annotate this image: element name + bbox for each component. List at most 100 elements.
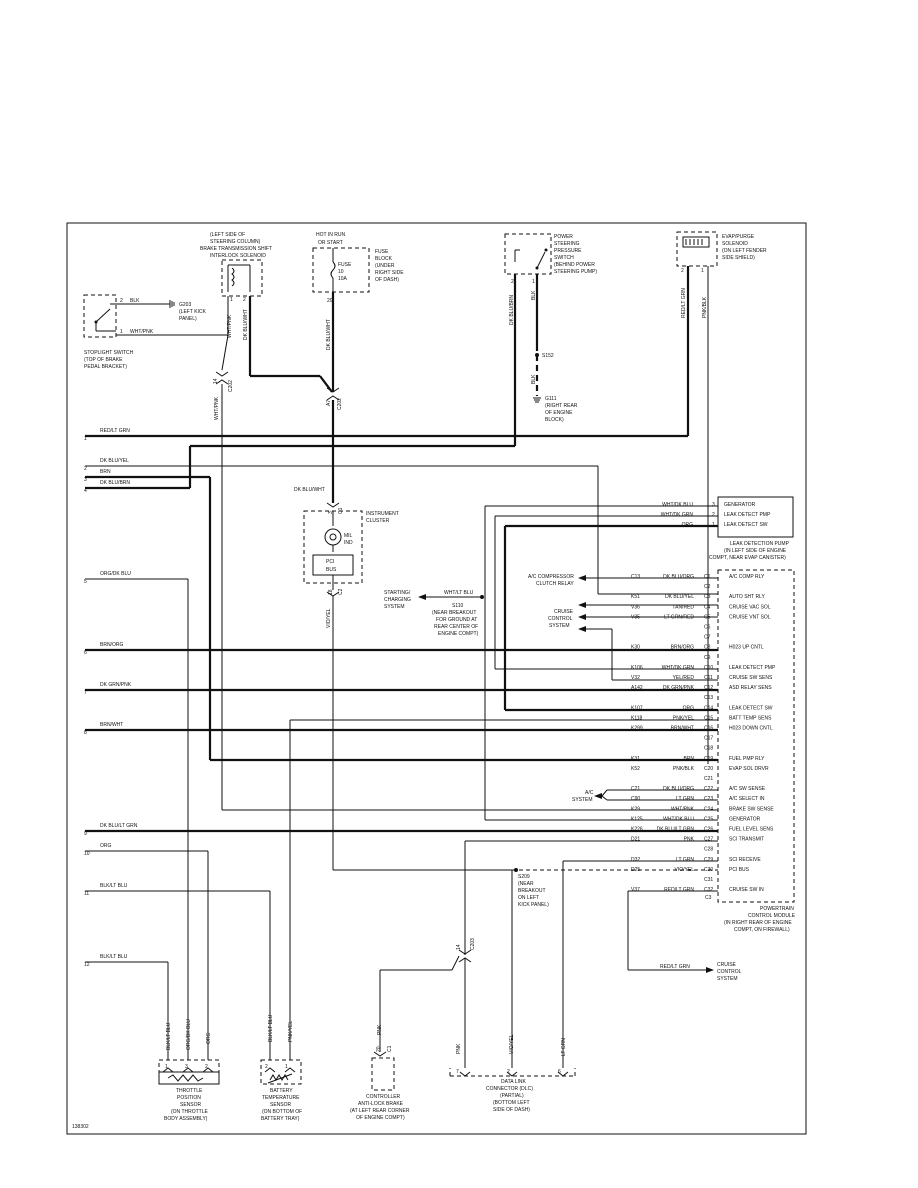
pcm-pin-wire: PNK/BLK [673, 766, 695, 772]
svg-text:CONTROL MODULE: CONTROL MODULE [748, 913, 796, 919]
pcm-pin-code: K106 [631, 665, 643, 671]
svg-text:SYSTEM: SYSTEM [549, 623, 570, 629]
svg-text:2: 2 [507, 1069, 510, 1075]
svg-text:BATTERY TRAY): BATTERY TRAY) [261, 1116, 300, 1122]
pcm-pin-code: K107 [631, 705, 643, 711]
svg-text:G111: G111 [545, 396, 557, 402]
pcm-pin-wire: WHT/DK BLU [663, 816, 694, 822]
svg-text:CHARGING: CHARGING [384, 597, 411, 603]
mil-lamp-icon [324, 528, 342, 546]
figure-id: 138302 [72, 1124, 89, 1130]
pcm-pin-label: EVAP SOL DRVR [729, 766, 769, 772]
pcm-pin-pin: C28 [704, 847, 713, 853]
svg-text:PNK: PNK [456, 1043, 462, 1054]
svg-text:2: 2 [243, 297, 246, 303]
pcm-pin-pin: C29 [704, 857, 713, 863]
pcm-pin-label: FUEL PMP RLY [729, 756, 765, 762]
ac-compressor-clutch-relay: A/C COMPRESSOR CLUTCH RELAY [528, 574, 718, 587]
pcm-pin-label: SCI RECEIVE [729, 857, 761, 863]
svg-text:BLOCK): BLOCK) [545, 417, 564, 423]
svg-text:STARTING/: STARTING/ [384, 590, 411, 596]
svg-text:(ON THROTTLE: (ON THROTTLE [171, 1109, 209, 1115]
svg-text:RED/LT GRN: RED/LT GRN [681, 288, 687, 318]
pcm-pin-wire: BRN/WHT [671, 726, 694, 732]
svg-text:S110: S110 [452, 603, 464, 609]
pcm-pin-pin: C2 [704, 584, 711, 590]
svg-text:CONTROL: CONTROL [548, 616, 573, 622]
pcm-pin-pin: C26 [704, 827, 713, 833]
pcm-pin-label: A/C SW SENSE [729, 786, 766, 792]
ecm-pin-circuit: DK GRN/PNK [100, 682, 132, 688]
svg-text:1: 1 [165, 1064, 168, 1070]
svg-text:BODY ASSEMBLY): BODY ASSEMBLY) [164, 1116, 208, 1122]
pcm-pin-label: SCI TRANSMIT [729, 837, 764, 843]
ground-g111-icon [533, 397, 541, 403]
svg-text:PEDAL BRACKET): PEDAL BRACKET) [84, 364, 127, 370]
potentiometer-icon [167, 1074, 204, 1082]
svg-text:POSITION: POSITION [177, 1095, 201, 1101]
svg-text:LEAK DETECTION PUMP: LEAK DETECTION PUMP [730, 541, 790, 547]
pcm-pin-wire: PNK [684, 837, 695, 843]
connector-c202-a: 14 C202 WHT/PNK [213, 371, 234, 420]
pcm-pin-pin: C3 [704, 594, 711, 600]
svg-text:DK BLU/BRN: DK BLU/BRN [509, 295, 515, 325]
instrument-cluster: 3 C1 MIL IND INSTRUMENT CLUSTER PCI BUS … [303, 502, 399, 628]
pcm-pin-code: C13 [631, 574, 640, 580]
svg-text:VIO/YEL: VIO/YEL [509, 1034, 515, 1054]
pcm-pin-code: A142 [631, 685, 643, 691]
ecm-pin-circuit: ORG/DK BLU [100, 571, 131, 577]
pcm-pin-label: H023 DOWN CNTL [729, 726, 773, 732]
ecm-pin-number: 8 [84, 730, 87, 736]
thermistor-icon [269, 1074, 289, 1081]
pcm-pin-pin: C22 [704, 786, 713, 792]
svg-text:(NEAR: (NEAR [518, 881, 534, 887]
pcm-pin-pin: C4 [704, 604, 711, 610]
svg-text:C203: C203 [470, 938, 476, 950]
pcm-pin-pin: C9 [704, 655, 711, 661]
abs-controller: PNK 20 C1 CONTROLLER ANTI-LOCK BRAKE (AT… [350, 1024, 410, 1121]
svg-text:(LEFT KICK: (LEFT KICK [179, 309, 207, 315]
svg-text:HOT IN RUN: HOT IN RUN [316, 232, 345, 238]
svg-text:PANEL): PANEL) [179, 316, 197, 322]
ldp-pin: 2 [712, 512, 715, 518]
svg-text:(BEHIND POWER: (BEHIND POWER [554, 262, 595, 268]
svg-text:WHT/LT BLU: WHT/LT BLU [444, 590, 474, 596]
svg-text:BUS: BUS [326, 567, 337, 573]
svg-text:1: 1 [285, 1064, 288, 1070]
pcm-pin-code: K118 [631, 715, 643, 721]
svg-text:COMPT, NEAR EVAP CANISTER): COMPT, NEAR EVAP CANISTER) [709, 555, 786, 561]
pcm-pin-pin: C18 [704, 746, 713, 752]
ecm-pin-number: 10 [84, 851, 90, 857]
svg-text:7: 7 [456, 1069, 459, 1075]
svg-text:(IN RIGHT REAR OF ENGINE: (IN RIGHT REAR OF ENGINE [724, 920, 792, 926]
svg-text:COMPT, ON FIREWALL): COMPT, ON FIREWALL) [734, 927, 790, 933]
pcm-pin-label: BRAKE SW SENSE [729, 806, 774, 812]
pcm-pin-code: K299 [631, 726, 643, 732]
svg-text:THROTTLE: THROTTLE [176, 1088, 203, 1094]
pcm-pin-pin: C8 [704, 645, 711, 651]
svg-text:(NEAR BREAKOUT: (NEAR BREAKOUT [432, 610, 476, 616]
svg-text:SIDE SHIELD): SIDE SHIELD) [722, 255, 755, 261]
pcm-pin-code: K51 [631, 594, 640, 600]
ecm-pin-number: 7 [84, 690, 87, 696]
svg-text:C1: C1 [387, 1045, 393, 1052]
connector-c203: 14 C203 [456, 938, 476, 963]
pcm-pin-pin: C1 [704, 574, 711, 580]
svg-text:EVAP/PURGE: EVAP/PURGE [722, 234, 755, 240]
svg-text:A7: A7 [326, 400, 332, 406]
svg-text:LT GRN: LT GRN [561, 1038, 567, 1056]
pcm-pin-wire: DK BLU/LT GRN [657, 827, 695, 833]
pcm-pin-label: AUTO SHT RLY [729, 594, 766, 600]
pcm-pin-pin: C23 [704, 796, 713, 802]
svg-text:2: 2 [205, 1064, 208, 1070]
svg-text:BATTERY: BATTERY [270, 1088, 293, 1094]
svg-text:VIO/YEL: VIO/YEL [326, 608, 332, 628]
svg-text:PNK/BLK: PNK/BLK [702, 296, 708, 318]
pcm-pin-pin: C24 [704, 806, 713, 812]
stoplight-pin1: 1 [120, 329, 123, 335]
brake-shift-interlock-solenoid: (LEFT SIDE OF STEERING COLUMN) BRAKE TRA… [200, 232, 272, 340]
pcm-pin-wire: RED/LT GRN [664, 887, 694, 893]
pcm-pin-label: CRUISE VNT SOL [729, 614, 771, 620]
